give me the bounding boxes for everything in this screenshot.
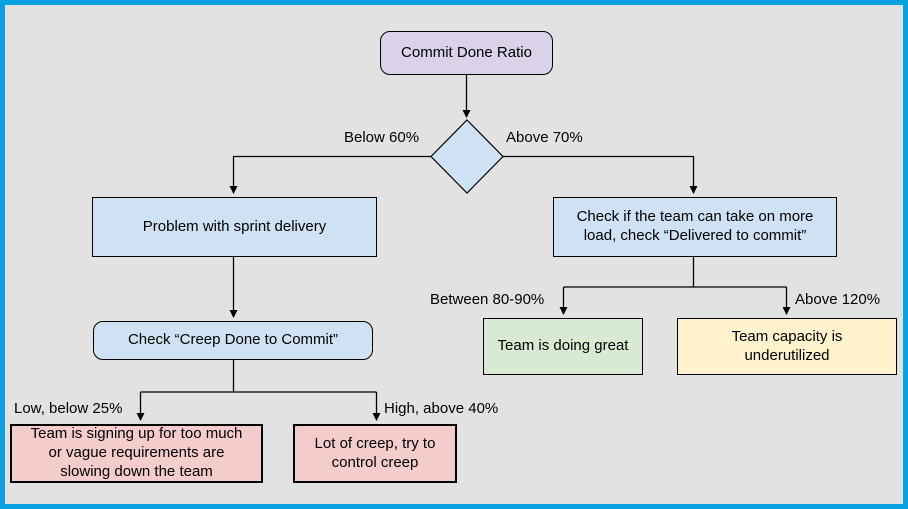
node-signing-up-too-much: Team is signing up for too much or vague… <box>10 424 263 483</box>
node-check-team-load: Check if the team can take on more load,… <box>553 197 837 257</box>
node-commit-done-ratio: Commit Done Ratio <box>380 31 553 75</box>
node-team-doing-great: Team is doing great <box>483 318 643 375</box>
node-team-capacity-underutilized: Team capacity is underutilized <box>677 318 897 375</box>
edge-decision-to-check-load <box>503 155 698 194</box>
edge-check-load-split <box>563 257 787 288</box>
decision-diamond <box>430 119 504 194</box>
node-check-creep-done-to-commit: Check “Creep Done to Commit” <box>93 321 373 360</box>
edge-label-below-60: Below 60% <box>344 129 420 146</box>
node-problem-sprint-delivery: Problem with sprint delivery <box>92 197 377 257</box>
edge-label-above-70: Above 70% <box>506 129 583 146</box>
edge-label-low-below-25: Low, below 25% <box>14 400 123 417</box>
edge-label-between-80-90: Between 80-90% <box>430 291 545 308</box>
edge-label-high-above-40: High, above 40% <box>384 400 499 417</box>
edge-check-creep-split <box>140 360 377 393</box>
edge-decision-to-problem <box>229 155 431 194</box>
node-lot-of-creep: Lot of creep, try to control creep <box>293 424 457 483</box>
edge-label-above-120: Above 120% <box>795 291 881 308</box>
